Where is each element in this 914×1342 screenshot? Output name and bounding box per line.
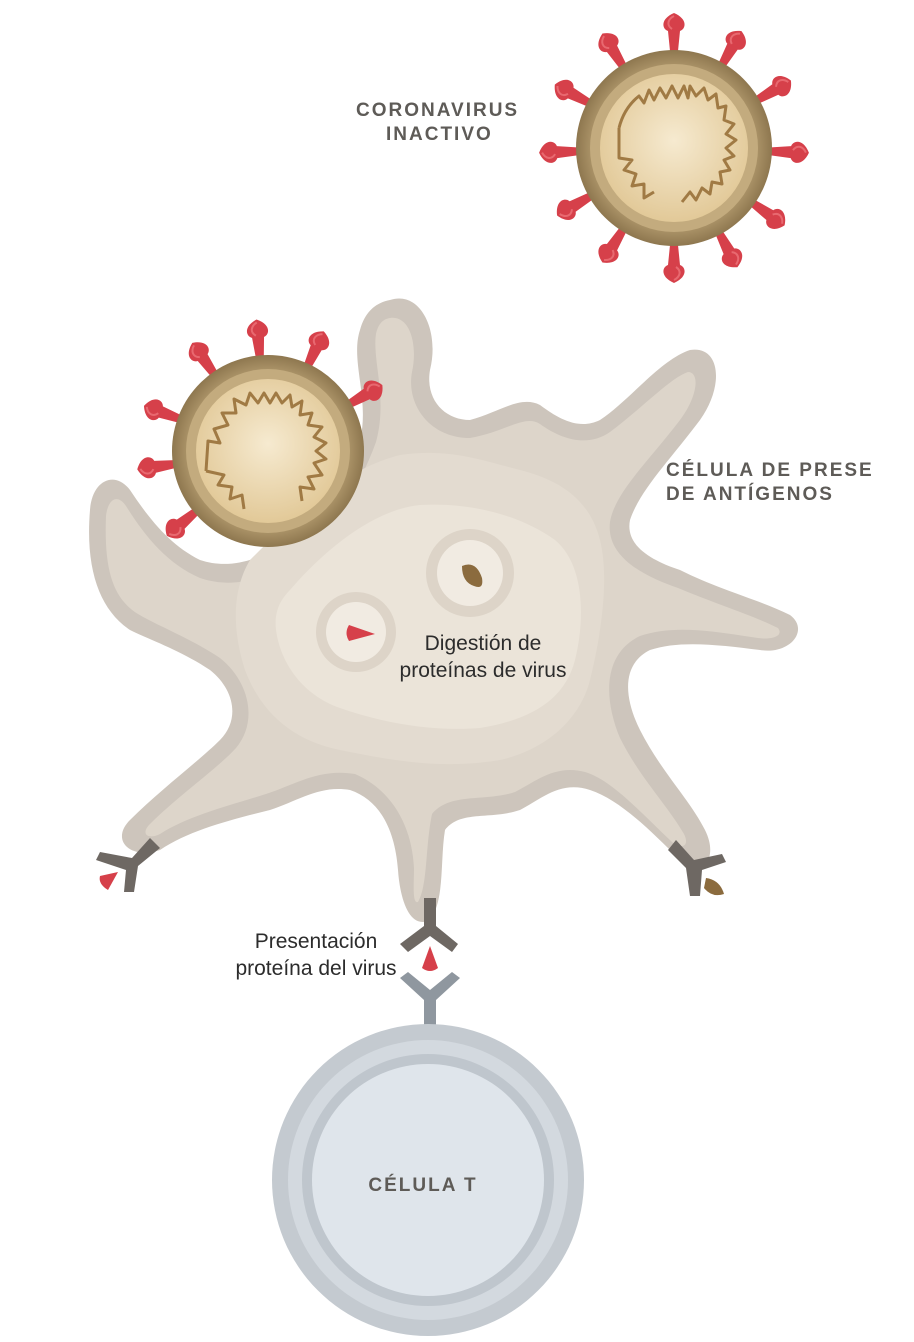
mhc-receptor-left (96, 838, 160, 892)
label-line: Presentación (254, 930, 378, 953)
label-line: proteínas de virus (399, 659, 567, 682)
viral-rna (617, 84, 738, 203)
antigen-presenting-cell (89, 298, 799, 971)
captured-coronavirus (134, 317, 389, 547)
label-line: CÉLULA DE PRESE (666, 460, 874, 481)
label-inactive-coronavirus: CORONAVIRUS INACTIVO (356, 99, 519, 147)
presented-rna-right (704, 878, 724, 896)
endosome-rna (426, 529, 514, 617)
tcr-receptor (400, 972, 460, 1040)
mhc-receptor-bottom (400, 898, 458, 971)
endosome-spike (316, 592, 396, 672)
label-line: Digestión de (424, 632, 542, 655)
mhc-receptor-right (668, 840, 726, 896)
t-cell (272, 972, 584, 1336)
label-line: INACTIVO (386, 124, 493, 145)
rna-fragment (462, 564, 483, 587)
inactive-coronavirus (537, 12, 811, 284)
label-t-cell: CÉLULA T (368, 1175, 478, 1196)
viral-rna (204, 391, 328, 510)
label-antigen-presenting-cell: CÉLULA DE PRESE DE ANTÍGENOS (666, 459, 914, 507)
t-cell-interior (312, 1064, 544, 1296)
presented-spike-left (99, 872, 118, 890)
label-line: CORONAVIRUS (356, 100, 520, 121)
label-protein-presentation: Presentación proteína del virus (226, 928, 406, 982)
label-line: DE ANTÍGENOS (666, 484, 834, 505)
label-protein-digestion: Digestión de proteínas de virus (388, 630, 578, 684)
label-line: proteína del virus (235, 957, 397, 980)
spike-fragment (346, 625, 375, 641)
presented-spike-bottom (422, 946, 438, 971)
